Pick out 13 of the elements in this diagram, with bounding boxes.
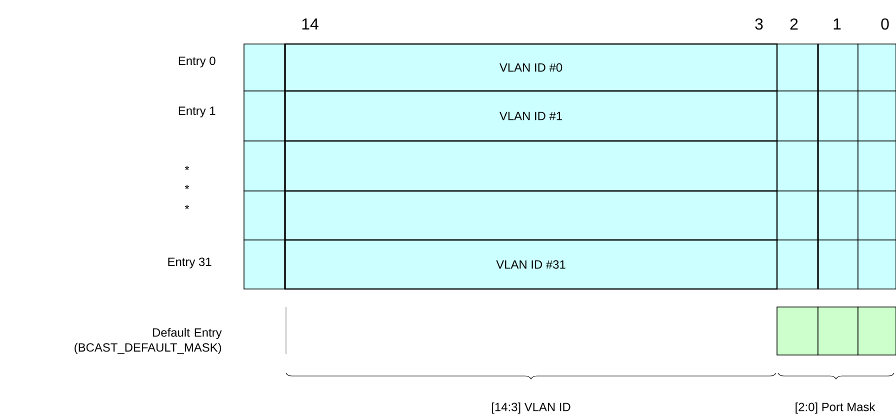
- field-label: [2:0] Port Mask: [796, 402, 876, 414]
- ellipsis-mark: *: [184, 204, 190, 210]
- ellipsis-mark: *: [184, 184, 190, 190]
- field-label: [14:3] VLAN ID: [492, 402, 570, 414]
- bit-number: 14: [302, 18, 318, 30]
- entry-label: Entry 31: [168, 258, 212, 268]
- entry-label: Entry 0: [178, 56, 216, 68]
- bit-number: 1: [834, 18, 841, 30]
- entry-label: Default Entry (BCAST_DEFAULT_MASK): [74, 328, 222, 354]
- ellipsis-mark: *: [184, 166, 190, 170]
- bit-number: 2: [790, 18, 798, 30]
- entry-label: Entry 1: [178, 106, 216, 118]
- bit-number: 0: [881, 18, 889, 30]
